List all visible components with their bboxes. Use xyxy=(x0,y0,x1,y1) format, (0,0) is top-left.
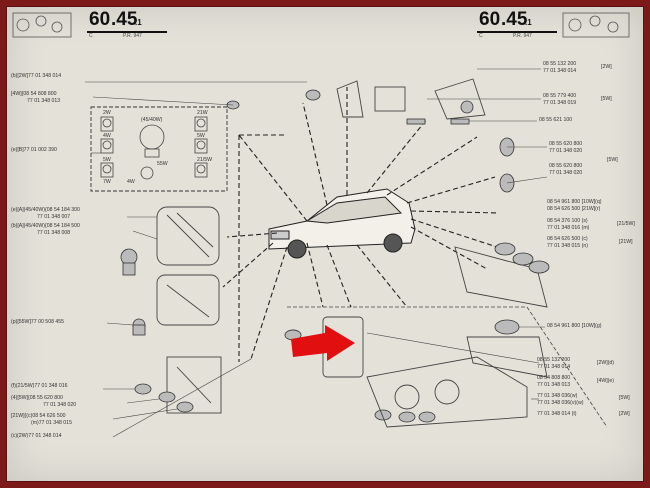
section-c-right: C xyxy=(479,33,483,39)
label-right-3: 08 55 779 400 xyxy=(543,93,577,99)
label-left-10: (4)[5W]{08 55 620 800 xyxy=(11,395,63,401)
label-left-1: [4W]{08 54 808 800 xyxy=(11,91,57,97)
section-pr-right: P.R. 947 xyxy=(513,33,532,39)
section-c: C xyxy=(89,33,93,39)
label-right-16: 08 54 626 500 (c) xyxy=(547,236,588,242)
car-illustration xyxy=(268,188,416,259)
label-right-19: [21W] xyxy=(619,239,633,245)
label-right-22: 77 01 348 014 xyxy=(537,364,571,370)
box-label-3: (45/40W) xyxy=(141,117,163,123)
label-right-25: 77 01 348 013 xyxy=(537,382,571,388)
label-right-12: 08 54 961 800 [10W](q) xyxy=(547,199,602,205)
bulbs-right xyxy=(374,100,550,423)
label-right-31: [2W] xyxy=(619,411,630,417)
label-left-4: (e)[A](45/40W){08 54 184 300 xyxy=(11,207,80,213)
label-right-28: 77 01 348 036(v)(w) xyxy=(537,400,584,406)
leader-lines xyxy=(222,87,500,362)
catalog-page: 60 .45 .1 C P.R. 947 60 .45 .1 C P.R. 94… xyxy=(6,6,644,482)
section-pr: P.R. 947 xyxy=(123,33,142,39)
label-right-4: 77 01 348 019 xyxy=(543,100,577,106)
label-left-12: [21W]{(c)08 54 626 500 xyxy=(11,413,66,419)
rear-lamp-left xyxy=(166,356,222,414)
section-suffix: .1 xyxy=(135,18,142,27)
bulb-icons-header-left xyxy=(12,12,72,38)
label-right-8: 77 01 348 020 xyxy=(549,148,583,154)
label-right-7: 08 55 620 800 xyxy=(549,141,583,147)
parts-diagram xyxy=(12,12,630,438)
label-left-2: 77 01 348 013 xyxy=(27,98,61,104)
label-right-27: 77 01 348 036(w) xyxy=(537,393,578,399)
section-decimal: .45 xyxy=(111,9,138,30)
box-label-1: 4W xyxy=(103,133,111,139)
label-left-11: 77 01 348 020 xyxy=(43,402,77,408)
bulbs-left xyxy=(120,89,321,413)
rear-lamp-right xyxy=(454,246,548,378)
label-right-2: [2W] xyxy=(601,64,612,70)
label-right-0: 08 55 132 200 xyxy=(543,61,577,67)
box-label-0: 2W xyxy=(103,110,111,116)
section-decimal-right: .45 xyxy=(501,9,528,30)
label-right-10: 77 01 348 020 xyxy=(549,170,583,176)
box-label-7: 55W xyxy=(157,161,168,167)
label-right-29: 77 01 348 014 (t) xyxy=(537,411,577,417)
label-right-1: 77 01 348 014 xyxy=(543,68,577,74)
box-label-9: 4W xyxy=(127,179,135,185)
label-right-30: [5W] xyxy=(619,395,630,401)
highlight-arrow-icon xyxy=(291,325,355,361)
label-right-18: [21/5W] xyxy=(617,221,635,227)
label-right-6: 08 55 621 100 xyxy=(539,117,573,123)
label-right-11: [5W] xyxy=(607,157,618,163)
label-left-0: (b)[2W]77 01 348 014 xyxy=(11,73,62,79)
label-right-21: 08 55 132 200 xyxy=(537,357,571,363)
bulb-type-icons xyxy=(100,116,208,180)
label-left-14: (c)(2W)77 01 348 014 xyxy=(11,433,62,439)
headlamp-top xyxy=(156,206,220,266)
label-right-20: 08 54 961 800 [10W](g) xyxy=(547,323,602,329)
label-right-14: 08 54 376 100 (s) xyxy=(547,218,588,224)
label-right-15: 77 01 348 016 (m) xyxy=(547,225,590,231)
label-right-23: [2W](d) xyxy=(597,360,615,366)
headlamp-bottom xyxy=(156,274,220,326)
label-right-24: 08 54 808 800 xyxy=(537,375,571,381)
box-label-2: 5W xyxy=(103,157,111,163)
label-left-13: (m)77 01 348 015 xyxy=(31,420,72,426)
box-label-6: 7W xyxy=(103,179,111,185)
box-label-4: 21W xyxy=(197,110,208,116)
label-right-13: 08 54 626 500 [21W](r) xyxy=(547,206,601,212)
label-right-26: [4W](e) xyxy=(597,378,615,384)
label-left-9: (f)(21/5W)77 01 348 016 xyxy=(11,383,68,389)
label-right-5: [5W] xyxy=(601,96,612,102)
bulb-type-box xyxy=(90,106,228,192)
label-left-6: (b)[A](45/40W){08 54 184 500 xyxy=(11,223,80,229)
dashboard-panel xyxy=(366,356,528,428)
label-right-17: 77 01 348 015 (n) xyxy=(547,243,588,249)
section-code: 60 xyxy=(89,9,111,30)
section-suffix-right: .1 xyxy=(525,18,532,27)
section-code-right: 60 xyxy=(479,9,501,30)
label-right-9: 08 55 620 800 xyxy=(549,163,583,169)
box-label-8: 21/5W xyxy=(197,157,212,163)
label-left-3: (e)[B]77 01 002 390 xyxy=(11,147,57,153)
label-left-8: (p)[55W]77 00 508 455 xyxy=(11,319,65,325)
bulb-icons-header-right xyxy=(562,12,630,38)
label-left-7: 77 01 348 008 xyxy=(37,230,71,236)
label-left-5: 77 01 348 007 xyxy=(37,214,71,220)
box-label-5: 5W xyxy=(197,133,205,139)
lamp-housing-top xyxy=(336,78,486,120)
